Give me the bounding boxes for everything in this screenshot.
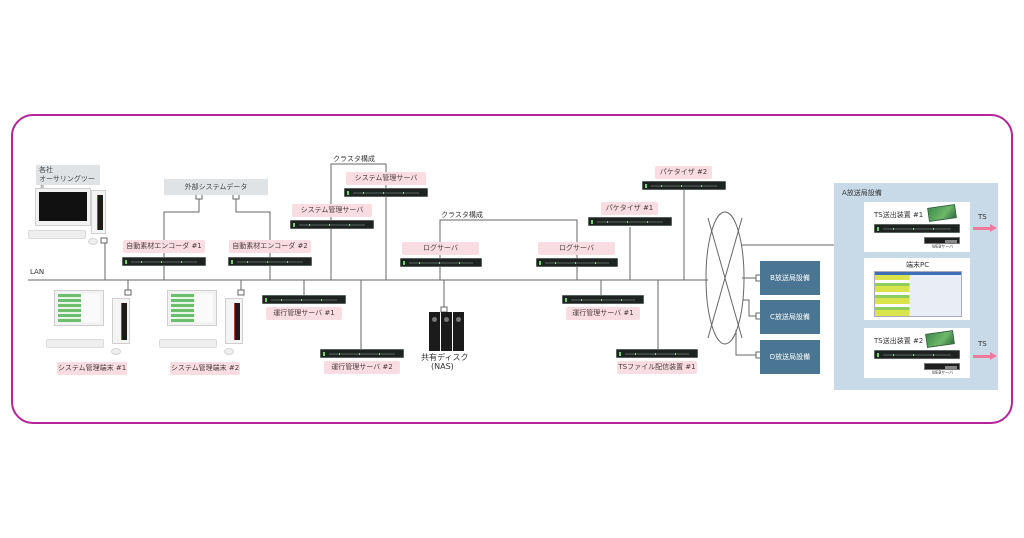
keyboard-icon xyxy=(46,339,104,348)
web-server-icon xyxy=(924,363,960,370)
ops-mgmt-server-1-right-label: 運行管理サーバ #1 xyxy=(566,307,640,320)
nas-label-line1: 共有ディスク xyxy=(421,353,469,362)
mouse-icon xyxy=(88,238,98,245)
pcie-card-icon xyxy=(925,330,955,348)
ts-delivery-1-label: TSファイル配信装置 #1 xyxy=(617,361,697,374)
terminal-pc-label: 端末PC xyxy=(906,261,930,269)
server-rack-icon xyxy=(344,188,428,197)
log-server-b-label: ログサーバ xyxy=(538,242,615,255)
ts-output-1-label: TS送出装置 #1 xyxy=(874,211,924,219)
ts-output-2-arrow-label: TS xyxy=(978,340,987,348)
server-rack-icon xyxy=(616,349,698,358)
pcie-card-icon xyxy=(927,204,957,222)
ops-mgmt-server-1-label: 運行管理サーバ #1 xyxy=(266,307,342,320)
tower-pc-icon xyxy=(91,190,106,234)
nas-label-line2: (NAS) xyxy=(431,362,454,371)
web-server-2-label: WEBサーバ xyxy=(932,370,954,375)
ts-output-1-arrow-label: TS xyxy=(978,213,987,221)
monitor-icon xyxy=(54,290,104,326)
tower-pc-icon xyxy=(112,298,130,344)
mouse-icon xyxy=(111,348,121,355)
web-server-1-label: WEBサーバ xyxy=(932,244,954,249)
ts-output-1-card: TS送出装置 #1 WEBサーバ xyxy=(864,202,970,252)
keyboard-icon xyxy=(28,230,86,239)
server-rack-icon xyxy=(562,295,644,304)
server-rack-icon xyxy=(874,224,960,233)
terminal-pc-card: 端末PC xyxy=(864,258,970,320)
server-rack-icon xyxy=(290,220,374,229)
authoring-label-line1: 各社 xyxy=(39,166,53,174)
server-rack-icon xyxy=(122,257,206,266)
tower-pc-icon xyxy=(225,298,243,344)
server-rack-icon xyxy=(874,350,960,359)
ts-output-2-label: TS送出装置 #2 xyxy=(874,337,924,345)
external-system-data: 外部システムデータ xyxy=(164,179,268,195)
system-terminal-1-label: システム管理端末 #1 xyxy=(57,362,127,375)
mouse-icon xyxy=(224,348,234,355)
system-terminal-2-label: システム管理端末 #2 xyxy=(170,362,240,375)
ops-mgmt-server-2-label: 運行管理サーバ #2 xyxy=(324,361,400,374)
packetizer-2-label: パケタイザ #2 xyxy=(655,166,712,179)
server-rack-icon xyxy=(262,295,346,304)
cluster-label-log: クラスタ構成 xyxy=(441,211,483,219)
monitor-icon xyxy=(35,188,91,226)
ts-output-2-arrow-icon xyxy=(973,352,997,360)
station-a-title: A放送局設備 xyxy=(842,189,882,197)
lan-label: LAN xyxy=(30,268,45,276)
station-c-box: C放送局設備 xyxy=(760,300,820,334)
authoring-tool-label: 各社 オーサリングツール xyxy=(36,165,100,192)
system-mgmt-server-b-label: システム管理サーバ xyxy=(346,172,426,185)
station-d-box: D放送局設備 xyxy=(760,340,820,374)
ts-output-1-arrow-icon xyxy=(973,224,997,232)
diagram-frame xyxy=(11,114,1013,424)
cluster-label-sysmgr: クラスタ構成 xyxy=(333,155,375,163)
encoder-2-label: 自動素材エンコーダ #2 xyxy=(229,240,311,253)
monitor-icon xyxy=(167,290,217,326)
server-rack-icon xyxy=(400,258,482,267)
system-mgmt-server-a-label: システム管理サーバ xyxy=(292,204,372,217)
web-server-icon xyxy=(924,237,960,244)
packetizer-1-label: パケタイザ #1 xyxy=(601,202,658,215)
encoder-1-label: 自動素材エンコーダ #1 xyxy=(123,240,205,253)
terminal-pc-screen xyxy=(874,271,962,317)
keyboard-icon xyxy=(159,339,217,348)
ts-output-2-card: TS送出装置 #2 WEBサーバ xyxy=(864,328,970,378)
server-rack-icon xyxy=(588,217,672,226)
station-b-box: B放送局設備 xyxy=(760,261,820,295)
log-server-a-label: ログサーバ xyxy=(402,242,479,255)
server-rack-icon xyxy=(642,181,726,190)
server-rack-icon xyxy=(228,257,312,266)
server-rack-icon xyxy=(320,349,404,358)
server-rack-icon xyxy=(536,258,618,267)
